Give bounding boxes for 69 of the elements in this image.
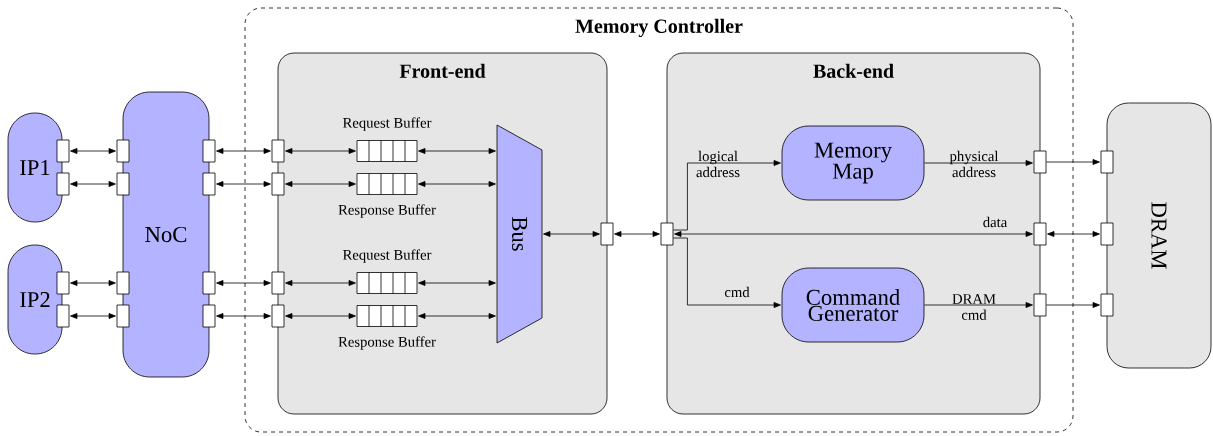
edge-label: logical address bbox=[696, 150, 740, 178]
port-box bbox=[116, 172, 130, 196]
port-box bbox=[271, 304, 285, 328]
port-box bbox=[660, 222, 674, 246]
arrow bbox=[1047, 231, 1100, 237]
port-box bbox=[271, 172, 285, 196]
port-box bbox=[1100, 150, 1114, 174]
arrow bbox=[285, 181, 356, 187]
port-box bbox=[202, 172, 216, 196]
queue-buffer bbox=[356, 272, 418, 294]
buffer-label: Request Buffer bbox=[342, 249, 432, 263]
arrow bbox=[674, 231, 1033, 237]
arrow bbox=[418, 148, 496, 154]
arrow bbox=[216, 148, 271, 154]
module-box: Command Generator bbox=[781, 267, 925, 343]
port-box bbox=[1100, 222, 1114, 246]
buffer-label: Response Buffer bbox=[338, 204, 436, 218]
module-box: IP1 bbox=[7, 112, 63, 223]
arrow bbox=[418, 313, 496, 319]
port-box bbox=[1033, 293, 1047, 317]
buffer-label: Response Buffer bbox=[338, 336, 436, 350]
arrow bbox=[216, 280, 271, 286]
port-box bbox=[1033, 150, 1047, 174]
arrow bbox=[418, 280, 496, 286]
edge-label: DRAM cmd bbox=[952, 294, 996, 320]
port-box bbox=[202, 139, 216, 163]
arrow bbox=[673, 237, 781, 308]
arrow bbox=[285, 148, 356, 154]
port-box bbox=[271, 271, 285, 295]
arrow bbox=[285, 280, 356, 286]
queue-buffer bbox=[356, 173, 418, 195]
port-box bbox=[202, 271, 216, 295]
arrow bbox=[673, 160, 781, 231]
queue-buffer bbox=[356, 305, 418, 327]
module-box: IP2 bbox=[7, 244, 63, 355]
arrow bbox=[70, 280, 116, 286]
port-box bbox=[1100, 293, 1114, 317]
edge-label: cmd bbox=[724, 286, 750, 298]
port-box bbox=[56, 271, 70, 295]
arrow bbox=[614, 231, 660, 237]
port-box bbox=[56, 139, 70, 163]
port-box bbox=[56, 304, 70, 328]
arrow bbox=[70, 148, 116, 154]
edge-label: data bbox=[983, 216, 1008, 228]
port-box bbox=[116, 271, 130, 295]
port-box bbox=[56, 172, 70, 196]
arrow bbox=[216, 181, 271, 187]
arrow bbox=[1046, 159, 1100, 165]
port-box bbox=[116, 139, 130, 163]
arrow bbox=[70, 313, 116, 319]
queue-buffer bbox=[356, 140, 418, 162]
module-box: NoC bbox=[122, 91, 210, 378]
dram-box: DRAM bbox=[1106, 102, 1212, 369]
arrow bbox=[418, 181, 496, 187]
port-box bbox=[271, 139, 285, 163]
port-box bbox=[116, 304, 130, 328]
arrow bbox=[1046, 302, 1100, 308]
edge-label: physical address bbox=[949, 150, 999, 178]
arrow bbox=[70, 181, 116, 187]
port-box bbox=[202, 304, 216, 328]
buffer-label: Request Buffer bbox=[342, 117, 432, 131]
arrow bbox=[924, 302, 1033, 308]
port-box bbox=[1033, 222, 1047, 246]
arrow bbox=[285, 313, 356, 319]
arrow bbox=[543, 231, 600, 237]
arrow bbox=[924, 160, 1033, 166]
module-box: Memory Map bbox=[781, 125, 925, 201]
port-box bbox=[600, 222, 614, 246]
arrow bbox=[216, 313, 271, 319]
